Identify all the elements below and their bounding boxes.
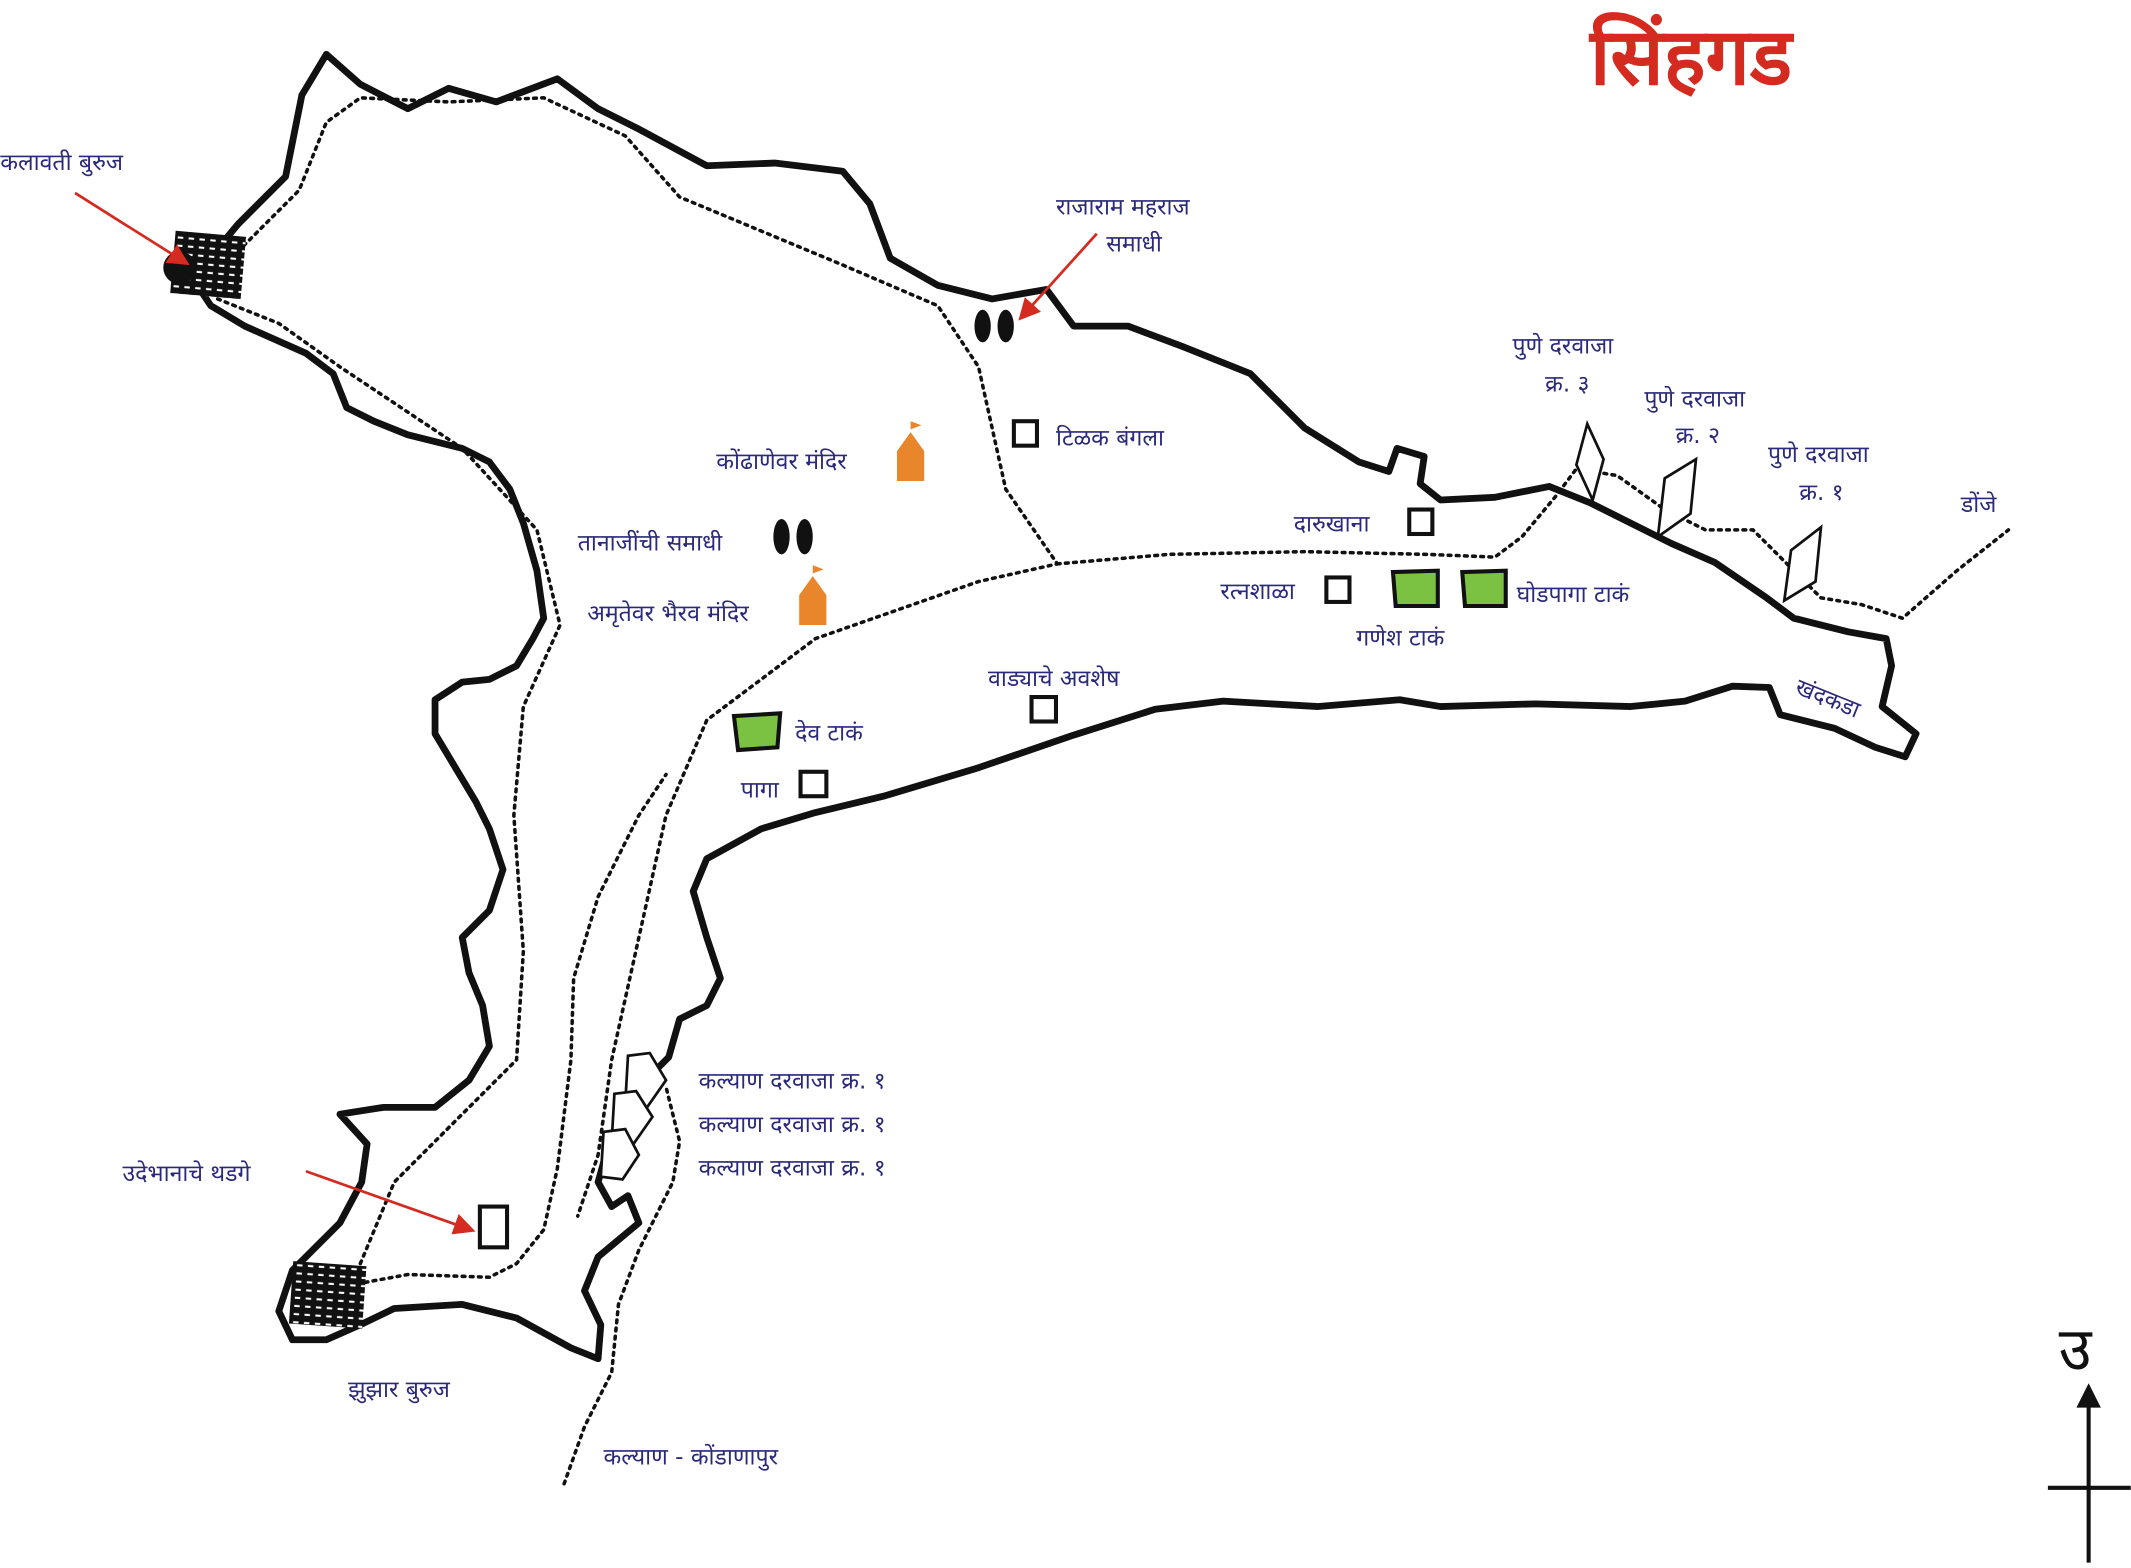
- udebhan-tomb-marker: [477, 1204, 510, 1250]
- label-kalavati: कलावती बुरुज: [0, 149, 124, 177]
- label-rajaram-2: समाधी: [1106, 230, 1163, 257]
- temple-icon: [799, 421, 925, 626]
- paga-marker: [798, 769, 829, 799]
- ghodpaga-tank: [1460, 568, 1508, 609]
- tilak-bungalow-marker: [1011, 419, 1040, 448]
- arrow-kalavati: [74, 191, 190, 266]
- label-khandkada: खंदकडा: [1792, 674, 1865, 724]
- label-kalyan-gate-2: कल्याण दरवाजा क्र. १: [699, 1112, 886, 1138]
- label-zunjhar: झुझार बुरुज: [348, 1377, 451, 1404]
- label-darukhana: दारुखाना: [1294, 511, 1371, 537]
- label-ratnashala: रत्नशाळा: [1220, 579, 1296, 605]
- label-amrutewar: अमृतेवर भैरव मंदिर: [587, 600, 749, 628]
- label-pune2-2: क्र. २: [1676, 423, 1720, 449]
- label-wadya: वाड्याचे अवशेष: [988, 665, 1120, 692]
- label-udebhan: उदेभानाचे थडगे: [123, 1160, 252, 1187]
- label-kalyan-gate-3: कल्याण दरवाजा क्र. १: [699, 1155, 886, 1181]
- dev-tank: [731, 711, 783, 753]
- west-path: [215, 297, 668, 1287]
- label-ganesh: गणेश टाकं: [1356, 624, 1445, 651]
- north-arrow: [2047, 1383, 2131, 1563]
- label-ghodpaga: घोडपागा टाकं: [1517, 581, 1631, 608]
- label-tanaji: तानाजींची समाधी: [578, 529, 724, 556]
- inner-path: [236, 96, 1061, 1218]
- gate-icons: [599, 419, 1823, 1181]
- label-pune2-1: पुणे दरवाजा: [1644, 385, 1746, 413]
- label-pune1-1: पुणे दरवाजा: [1768, 441, 1870, 469]
- arrow-udebhan: [305, 1169, 476, 1235]
- road-kalyan: [562, 1085, 682, 1486]
- east-path: [1055, 466, 2011, 621]
- darukhana-marker: [1407, 507, 1435, 537]
- ratnashala-marker: [1324, 575, 1352, 604]
- map-title: सिंहगड: [1588, 11, 1795, 103]
- arrow-rajaram: [1018, 232, 1098, 321]
- wadya-marker: [1029, 695, 1059, 724]
- label-kalyan-gate-1: कल्याण दरवाजा क्र. १: [699, 1068, 886, 1094]
- label-dev: देव टाकं: [795, 720, 864, 747]
- label-rajaram-1: राजाराम महराज: [1056, 195, 1191, 221]
- zunjhar-bastion: [288, 1261, 367, 1329]
- footprints-icon: [773, 309, 1014, 555]
- label-pune3-2: क्र. ३: [1545, 371, 1589, 397]
- label-paga: पागा: [741, 778, 780, 804]
- label-kondhanewar: कोंढाणेवर मंदिर: [716, 448, 847, 475]
- label-tilak: टिळक बंगला: [1056, 425, 1165, 452]
- label-pune3-1: पुणे दरवाजा: [1513, 332, 1615, 360]
- label-donje: डोंजे: [1960, 491, 1997, 518]
- label-pune1-2: क्र. १: [1799, 480, 1843, 506]
- fort-wall: [193, 50, 1920, 1363]
- ganesh-tank: [1390, 568, 1440, 609]
- kalavati-bastion-round: [163, 251, 196, 284]
- north-label: उ: [2059, 1316, 2093, 1385]
- label-kalyan-road: कल्याण - कोंडाणापुर: [604, 1444, 779, 1472]
